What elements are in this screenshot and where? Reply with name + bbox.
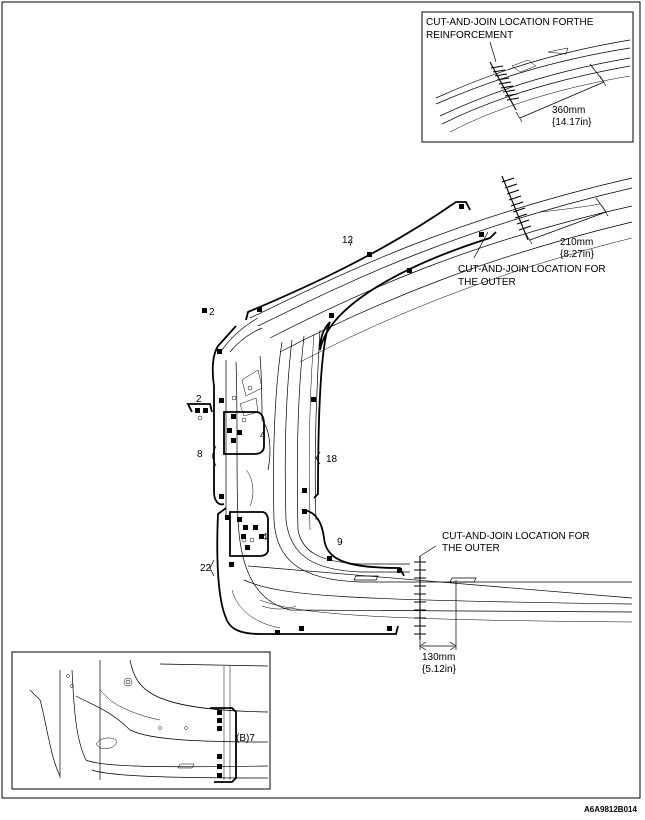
count-pillar-side-b: 8 <box>197 449 203 460</box>
count-center-pillar: 18 <box>326 454 338 465</box>
top-inset-dimension-mm: 360mm <box>552 105 585 116</box>
bracket-left-side <box>186 403 213 413</box>
spot-welds <box>195 204 484 635</box>
upper-cut-label-line1: CUT-AND-JOIN LOCATION FOR <box>458 264 606 275</box>
bracket-lower-box <box>229 511 269 557</box>
count-pillar-top: 2 <box>209 307 215 318</box>
top-inset: CUT-AND-JOIN LOCATION FORTHE REINFORCEME… <box>421 11 634 143</box>
top-inset-label-line1: CUT-AND-JOIN LOCATION FORTHE <box>426 17 594 28</box>
lower-cut-label-line1: CUT-AND-JOIN LOCATION FOR <box>442 531 590 542</box>
holes <box>197 415 255 543</box>
weld-count-labels: 12 2 2 8 4 4 18 9 22 <box>196 235 354 574</box>
upper-cut-dimension-mm: 210mm <box>560 237 593 248</box>
top-inset-rail-drawing <box>435 39 631 133</box>
body-side-drawing <box>221 177 633 629</box>
bracket-upper-box <box>223 411 265 455</box>
page-frame <box>1 1 641 799</box>
count-rocker: 22 <box>200 563 212 574</box>
lower-cut: CUT-AND-JOIN LOCATION FOR THE OUTER 130m… <box>414 531 590 675</box>
bracket-pillar-front <box>211 325 237 506</box>
bottom-inset-spots <box>217 710 222 778</box>
count-upper-box: 4 <box>260 430 266 441</box>
bottom-inset-label: (B)7 <box>236 733 255 744</box>
bracket-rocker <box>216 507 399 635</box>
lower-cut-label-line2: THE OUTER <box>442 543 500 554</box>
count-lower-box: 4 <box>262 532 268 543</box>
bottom-inset: (B)7 <box>11 651 271 790</box>
bracket-roof-rail <box>245 201 471 321</box>
bracket-center-pillar <box>313 321 331 499</box>
upper-cut: 210mm {8.27in} CUT-AND-JOIN LOCATION FOR… <box>458 175 609 288</box>
lower-cut-dimension-mm: 130mm <box>422 652 455 663</box>
bracket-roof-rail-lower <box>319 231 497 351</box>
weld-brackets <box>186 201 497 635</box>
top-inset-dimension-in: {14.17in} <box>552 117 592 128</box>
figure-code: A6A9812B014 <box>584 805 637 814</box>
upper-cut-dimension-in: {8.27in} <box>560 249 595 260</box>
bottom-inset-drawing <box>29 659 269 780</box>
bracket-rocker-corner <box>303 509 405 577</box>
bottom-inset-bracket <box>210 707 237 783</box>
top-inset-dimension <box>515 63 607 123</box>
top-inset-label-line2: REINFORCEMENT <box>426 30 513 41</box>
upper-cut-label-line2: THE OUTER <box>458 277 516 288</box>
count-brace-ticks <box>209 239 353 577</box>
lower-cut-dimension-in: {5.12in} <box>422 664 457 675</box>
top-inset-cut-marks <box>489 61 520 111</box>
count-pillar-side-a: 2 <box>196 394 202 405</box>
count-rocker-corner: 9 <box>337 537 343 548</box>
count-roof-rail: 12 <box>342 235 354 246</box>
